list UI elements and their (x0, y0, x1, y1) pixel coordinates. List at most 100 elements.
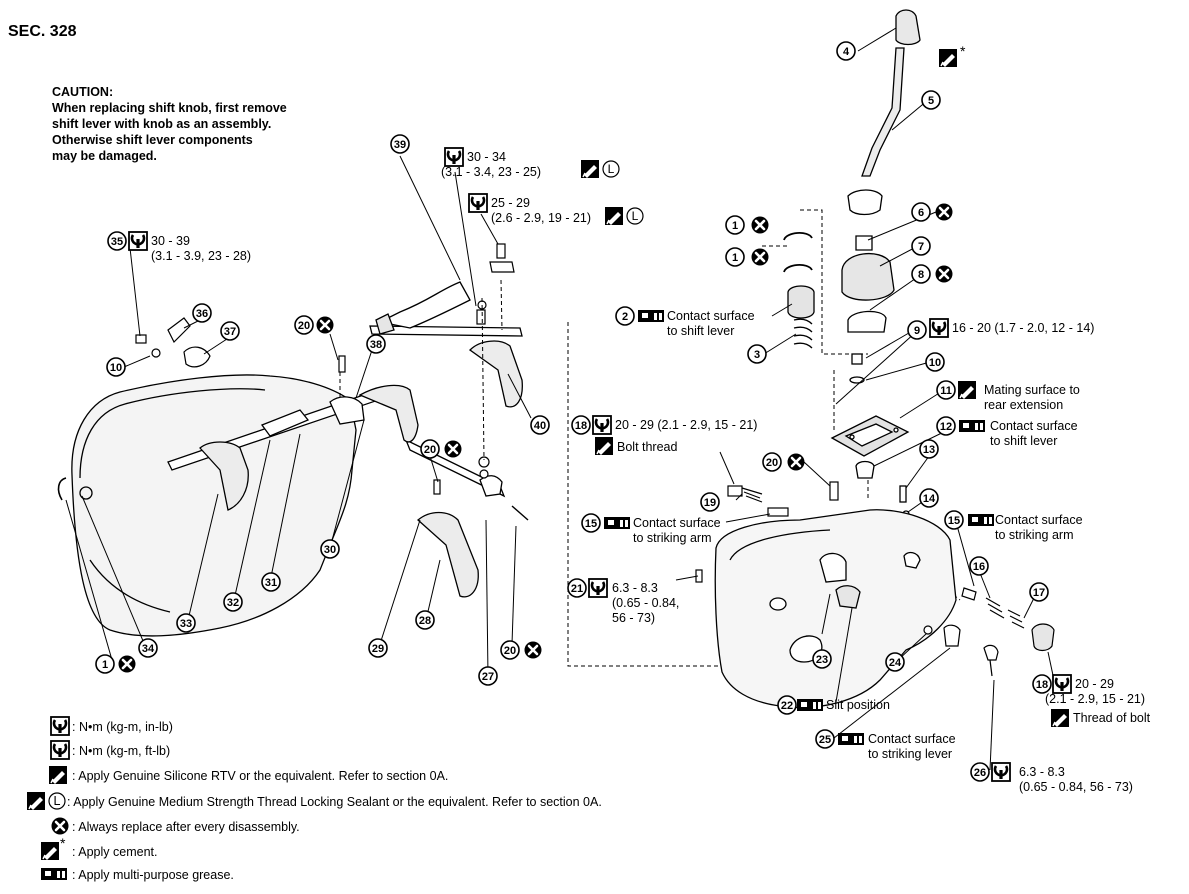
svg-text:20: 20 (504, 645, 516, 657)
part-label-20r: 20 (762, 452, 782, 472)
part-label-38: 38 (366, 334, 386, 354)
part-label-3: 3 (747, 344, 767, 364)
svg-text:to striking lever: to striking lever (868, 747, 952, 761)
svg-text:15: 15 (585, 518, 597, 530)
svg-text:34: 34 (142, 643, 155, 655)
part-label-20a: 20 (294, 315, 314, 335)
legend-item-torque-ftlb: : N•m (kg-m, ft-lb) (49, 739, 170, 761)
legend-item-thread-locking: L : Apply Genuine Medium Strength Thread… (26, 791, 602, 811)
part-label-13: 13 (919, 439, 939, 459)
svg-text:Contact surface: Contact surface (990, 419, 1078, 433)
svg-text:8: 8 (918, 269, 924, 281)
thread-lock-L-marks: L L (602, 160, 644, 225)
svg-text:16: 16 (973, 561, 985, 573)
svg-text:19: 19 (704, 497, 716, 509)
svg-text:21: 21 (571, 583, 583, 595)
svg-text:24: 24 (889, 657, 902, 669)
part-label-18a: 18 (571, 415, 591, 435)
part-label-9: 9 (907, 320, 927, 340)
part-label-37: 37 (220, 321, 240, 341)
svg-text:(3.1 - 3.4, 23 - 25): (3.1 - 3.4, 23 - 25) (441, 165, 541, 179)
svg-text:1: 1 (102, 659, 108, 671)
cement-star: * (960, 43, 966, 59)
svg-text:7: 7 (918, 241, 924, 253)
svg-text:6.3 - 8.3: 6.3 - 8.3 (612, 581, 658, 595)
part-label-39: 39 (390, 134, 410, 154)
legend: : N•m (kg-m, in-lb) : N•m (kg-m, ft-lb) … (26, 715, 602, 882)
svg-text:28: 28 (419, 615, 431, 627)
part-label-20c: 20 (500, 640, 520, 660)
svg-text:30 - 39: 30 - 39 (151, 234, 190, 248)
svg-text:11: 11 (940, 385, 952, 397)
svg-text:15: 15 (948, 515, 960, 527)
svg-text:30: 30 (324, 544, 336, 556)
svg-text:23: 23 (816, 654, 828, 666)
part-label-25: 25 (815, 729, 835, 749)
part-label-36: 36 (192, 303, 212, 323)
svg-text:L: L (632, 209, 639, 223)
shift-forks-left (199, 340, 523, 598)
svg-text:22: 22 (781, 700, 793, 712)
part-label-2: 2 (615, 306, 635, 326)
svg-text:(0.65 - 0.84,: (0.65 - 0.84, (612, 596, 679, 610)
legend-item-silicone-rtv: : Apply Genuine Silicone RTV or the equi… (48, 765, 448, 785)
legend-item-grease: : Apply multi-purpose grease. (41, 868, 234, 882)
svg-text:4: 4 (843, 46, 850, 58)
caution-line: may be damaged. (52, 149, 157, 163)
part-label-15a: 15 (581, 513, 601, 533)
svg-text:20: 20 (424, 444, 436, 456)
part-label-5: 5 (921, 90, 941, 110)
svg-text:: Apply Genuine Silicone RTV o: : Apply Genuine Silicone RTV or the equi… (72, 769, 448, 783)
svg-text:: N•m (kg-m, in-lb): : N•m (kg-m, in-lb) (72, 720, 173, 734)
svg-text:35: 35 (111, 236, 123, 248)
part-label-16: 16 (969, 556, 989, 576)
svg-text:2: 2 (622, 311, 628, 323)
part-label-24: 24 (885, 652, 905, 672)
svg-text:(2.1 - 2.9, 15 - 21): (2.1 - 2.9, 15 - 21) (1045, 692, 1145, 706)
caution-line: shift lever with knob as an assembly. (52, 117, 272, 131)
caution-line: When replacing shift knob, first remove (52, 101, 287, 115)
svg-text:36: 36 (196, 308, 208, 320)
svg-text:20: 20 (766, 457, 778, 469)
part-label-32: 32 (223, 592, 243, 612)
svg-text:5: 5 (928, 95, 934, 107)
svg-text:L: L (608, 162, 615, 176)
legend-item-torque-inlb: : N•m (kg-m, in-lb) (49, 715, 173, 737)
svg-text:: Apply cement.: : Apply cement. (72, 845, 157, 859)
svg-text:Contact surface: Contact surface (995, 513, 1083, 527)
small-hardware-left (135, 243, 529, 521)
svg-text:39: 39 (394, 139, 406, 151)
svg-text:20 - 29 (2.1 - 2.9, 15 - 21): 20 - 29 (2.1 - 2.9, 15 - 21) (615, 418, 757, 432)
rear-extension-housing (714, 509, 957, 709)
part-label-14: 14 (919, 488, 939, 508)
part-label-17: 17 (1029, 582, 1049, 602)
svg-text:25: 25 (819, 734, 831, 746)
svg-text:(3.1 - 3.9, 23 - 28): (3.1 - 3.9, 23 - 28) (151, 249, 251, 263)
part-label-18b: 18 (1032, 674, 1052, 694)
svg-text:L: L (54, 794, 61, 808)
svg-text:Contact surface: Contact surface (667, 309, 755, 323)
svg-text:to striking arm: to striking arm (633, 531, 712, 545)
svg-text:38: 38 (370, 339, 382, 351)
svg-text:(0.65 - 0.84, 56 - 73): (0.65 - 0.84, 56 - 73) (1019, 780, 1133, 794)
svg-text:(2.6 - 2.9, 19 - 21): (2.6 - 2.9, 19 - 21) (491, 211, 591, 225)
part-label-10b: 10 (106, 357, 126, 377)
svg-text:: N•m (kg-m, ft-lb): : N•m (kg-m, ft-lb) (72, 744, 170, 758)
svg-text:18: 18 (575, 420, 587, 432)
part-label-21: 21 (567, 578, 587, 598)
shift-lever-assembly (783, 9, 921, 518)
svg-text:to shift lever: to shift lever (990, 434, 1057, 448)
svg-text:37: 37 (224, 326, 236, 338)
part-label-20b: 20 (420, 439, 440, 459)
caution-line: Otherwise shift lever components (52, 133, 253, 147)
part-label-12: 12 (936, 416, 956, 436)
svg-text:rear extension: rear extension (984, 398, 1063, 412)
svg-text:30 - 34: 30 - 34 (467, 150, 506, 164)
part-label-11: 11 (936, 380, 956, 400)
part-label-29: 29 (368, 638, 388, 658)
part-label-23: 23 (812, 649, 832, 669)
part-label-7: 7 (911, 236, 931, 256)
svg-text:Mating surface to: Mating surface to (984, 383, 1080, 397)
svg-text:*: * (60, 835, 66, 851)
